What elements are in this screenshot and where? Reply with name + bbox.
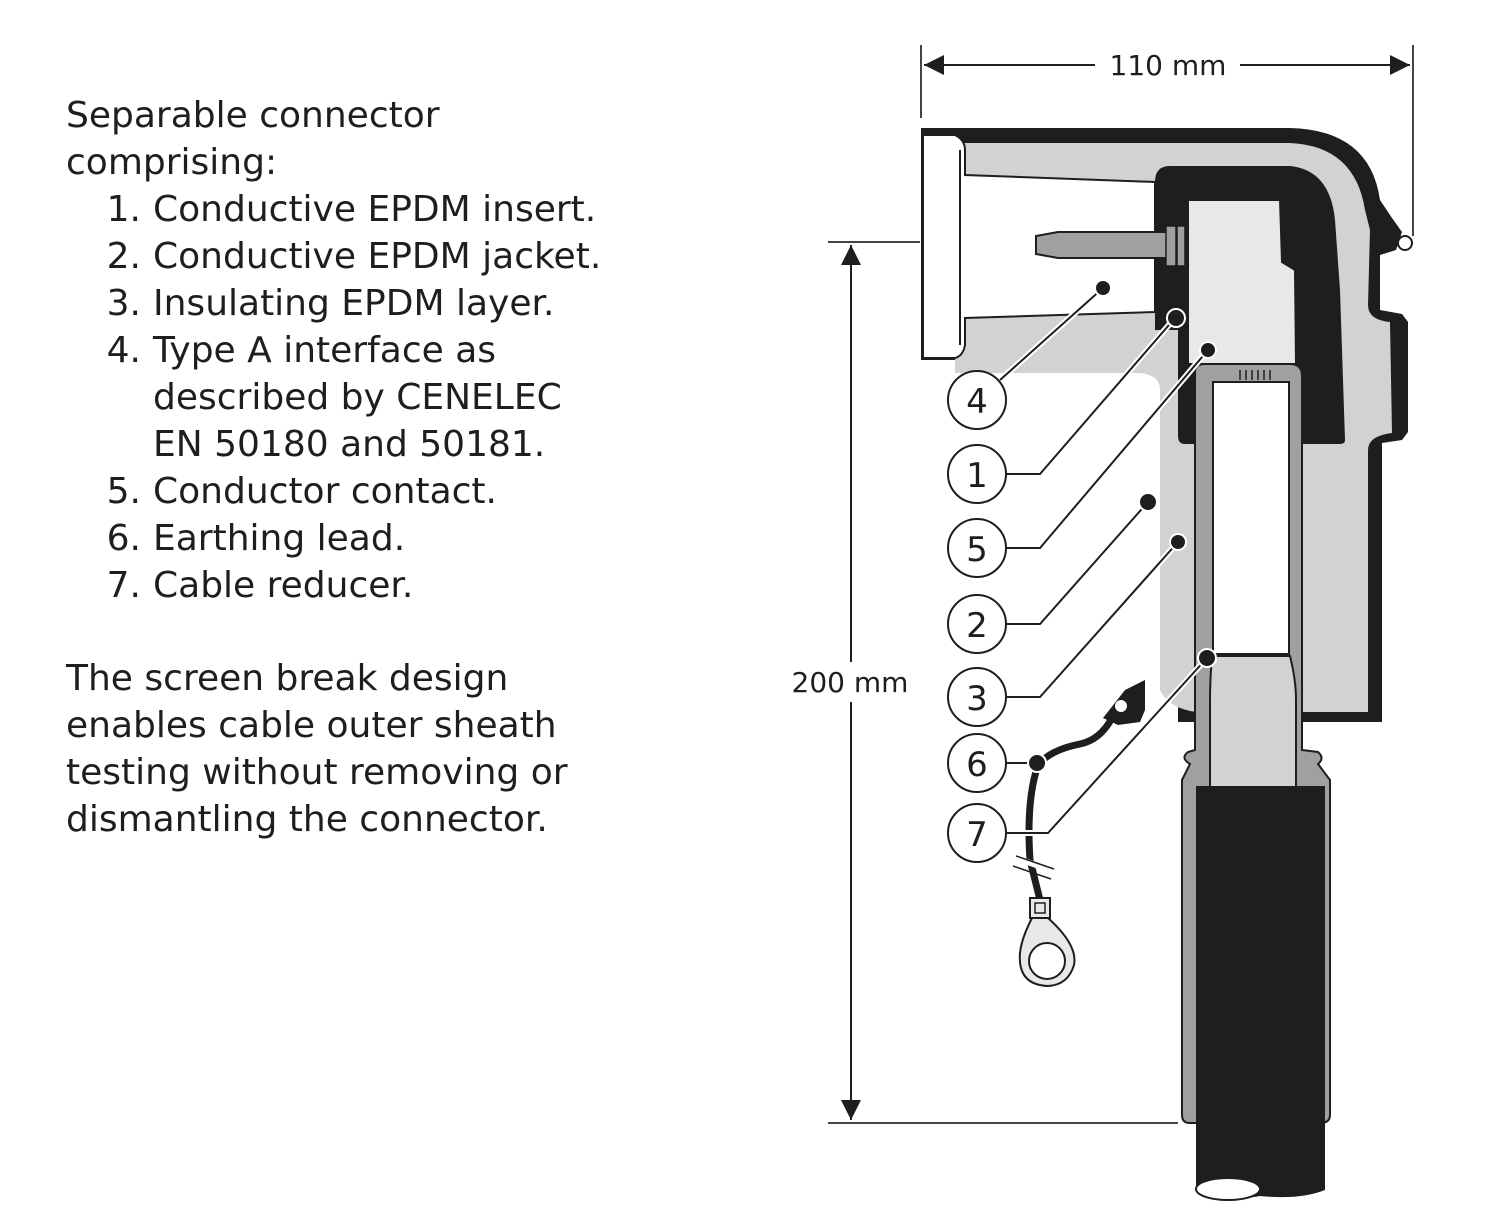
height-label: 200 mm — [792, 666, 909, 699]
note-line: enables cable outer sheath — [66, 705, 557, 746]
earth-wire — [1025, 716, 1116, 901]
cable-end-cut — [1195, 1177, 1261, 1201]
contact-stud — [1035, 231, 1169, 259]
part-number: 3. — [106, 283, 141, 324]
note-line: dismantling the connector. — [66, 799, 548, 840]
callout-label-1: 1 — [966, 456, 988, 496]
callout-label-4: 4 — [966, 382, 988, 422]
callout-6: 6 — [947, 733, 1007, 793]
test-point-eye — [1397, 235, 1413, 251]
part-number: 6. — [106, 518, 141, 559]
part-text: Conductor contact. — [153, 471, 497, 512]
part-number: 7. — [106, 565, 141, 606]
callout-label-5: 5 — [966, 530, 988, 570]
callout-label-6: 6 — [966, 745, 988, 785]
ring-terminal-hole — [1028, 942, 1066, 980]
description-panel: Separable connector comprising: 1. Conduc… — [66, 92, 626, 843]
callout-5: 5 — [947, 518, 1007, 578]
earthing-lead — [1012, 680, 1145, 988]
intro-line-2: comprising: — [66, 142, 278, 183]
cable-assembly — [1181, 363, 1331, 1201]
leader-dot-1 — [1166, 308, 1186, 328]
leader-lines — [998, 279, 1217, 836]
intro-line-1: Separable connector — [66, 95, 440, 136]
callout-label-2: 2 — [966, 606, 988, 646]
part-text: Cable reducer. — [153, 565, 414, 606]
leader-5 — [1005, 349, 1209, 549]
leader-dot-5 — [1199, 341, 1217, 359]
conductor-contact — [1187, 199, 1298, 365]
lug-crimp — [1029, 897, 1051, 919]
callout-1: 1 — [947, 444, 1007, 504]
part-number: 1. — [106, 189, 141, 230]
intro-heading: Separable connector comprising: — [66, 92, 626, 186]
callout-label-7: 7 — [966, 815, 988, 855]
part-item-3: 3. Insulating EPDM layer. — [66, 280, 626, 327]
callout-2: 2 — [947, 594, 1007, 654]
lug-crimp-window — [1034, 902, 1046, 914]
stud-washer — [1165, 225, 1177, 267]
screen-break-note: The screen break design enables cable ou… — [66, 655, 626, 843]
leader-dot-4 — [1094, 279, 1112, 297]
leader-4 — [999, 287, 1104, 381]
width-dimension: 110 mm — [920, 45, 1414, 236]
part-text: Conductive EPDM jacket. — [153, 236, 602, 277]
wire-break-gap — [1015, 855, 1057, 875]
break-mark-2 — [1012, 865, 1052, 880]
note-line: testing without removing or — [66, 752, 568, 793]
part-item-2: 2. Conductive EPDM jacket. — [66, 233, 626, 280]
note-line: The screen break design — [66, 658, 509, 699]
callout-4: 4 — [947, 370, 1007, 430]
part-item-7: 7. Cable reducer. — [66, 562, 626, 609]
leader-dot-3 — [1169, 533, 1187, 551]
part-text: Conductive EPDM insert. — [153, 189, 597, 230]
stud-nut — [1176, 225, 1186, 267]
height-dimension: 200 mm — [792, 241, 1178, 1124]
cable-insulation — [1209, 655, 1297, 791]
leader-7 — [1005, 657, 1208, 834]
leader-dot-2 — [1138, 492, 1158, 512]
part-text: Earthing lead. — [153, 518, 406, 559]
part-text: Type A interface as described by CENELEC… — [153, 330, 562, 465]
callout-7: 7 — [947, 803, 1007, 863]
leader-2 — [1005, 501, 1149, 625]
part-number: 2. — [106, 236, 141, 277]
parts-list: 1. Conductive EPDM insert. 2. Conductive E… — [66, 186, 626, 609]
part-number: 4. — [106, 330, 141, 371]
leader-1 — [1005, 317, 1176, 475]
part-text: Insulating EPDM layer. — [153, 283, 555, 324]
break-mark-1 — [1015, 855, 1055, 870]
part-number: 5. — [106, 471, 141, 512]
earth-tab-hole — [1115, 700, 1127, 712]
leader-3 — [1005, 541, 1179, 698]
callouts: 4 1 5 2 3 6 7 — [947, 370, 1007, 863]
part-item-6: 6. Earthing lead. — [66, 515, 626, 562]
leader-dot-7 — [1197, 648, 1217, 668]
callout-label-3: 3 — [966, 679, 988, 719]
cable-outer-sheath — [1196, 786, 1325, 1198]
width-label: 110 mm — [1110, 49, 1227, 82]
reducer-bore — [1212, 381, 1290, 655]
part-item-1: 1. Conductive EPDM insert. — [66, 186, 626, 233]
contact-serrations — [1239, 370, 1271, 380]
leader-dot-6 — [1027, 753, 1047, 773]
part-item-5: 5. Conductor contact. — [66, 468, 626, 515]
part-item-4: 4. Type A interface as described by CENEL… — [66, 327, 626, 468]
callout-3: 3 — [947, 667, 1007, 727]
